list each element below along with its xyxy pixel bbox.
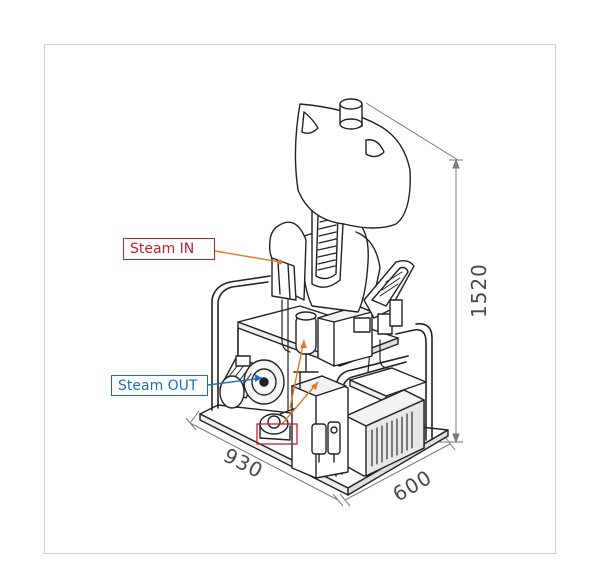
steam-in-label: Steam IN [123,238,215,260]
neck-nozzle [339,98,363,130]
dimension-lines [185,102,463,507]
dimension-height-label: 1520 [467,263,491,318]
dimension-width-label: 600 [389,465,437,506]
motor [219,355,285,409]
steam-out-label: Steam OUT [111,375,208,396]
steam-separator-tank [293,311,319,389]
filter-regulator [311,421,341,463]
manifold-column [317,305,373,367]
pump-highlight-box [256,423,298,445]
callout-leaders [207,250,319,425]
upper-bag [294,103,411,229]
sleeve-clamp [363,259,415,335]
electrical-cabinet [345,389,425,477]
left-clamp [271,257,297,301]
